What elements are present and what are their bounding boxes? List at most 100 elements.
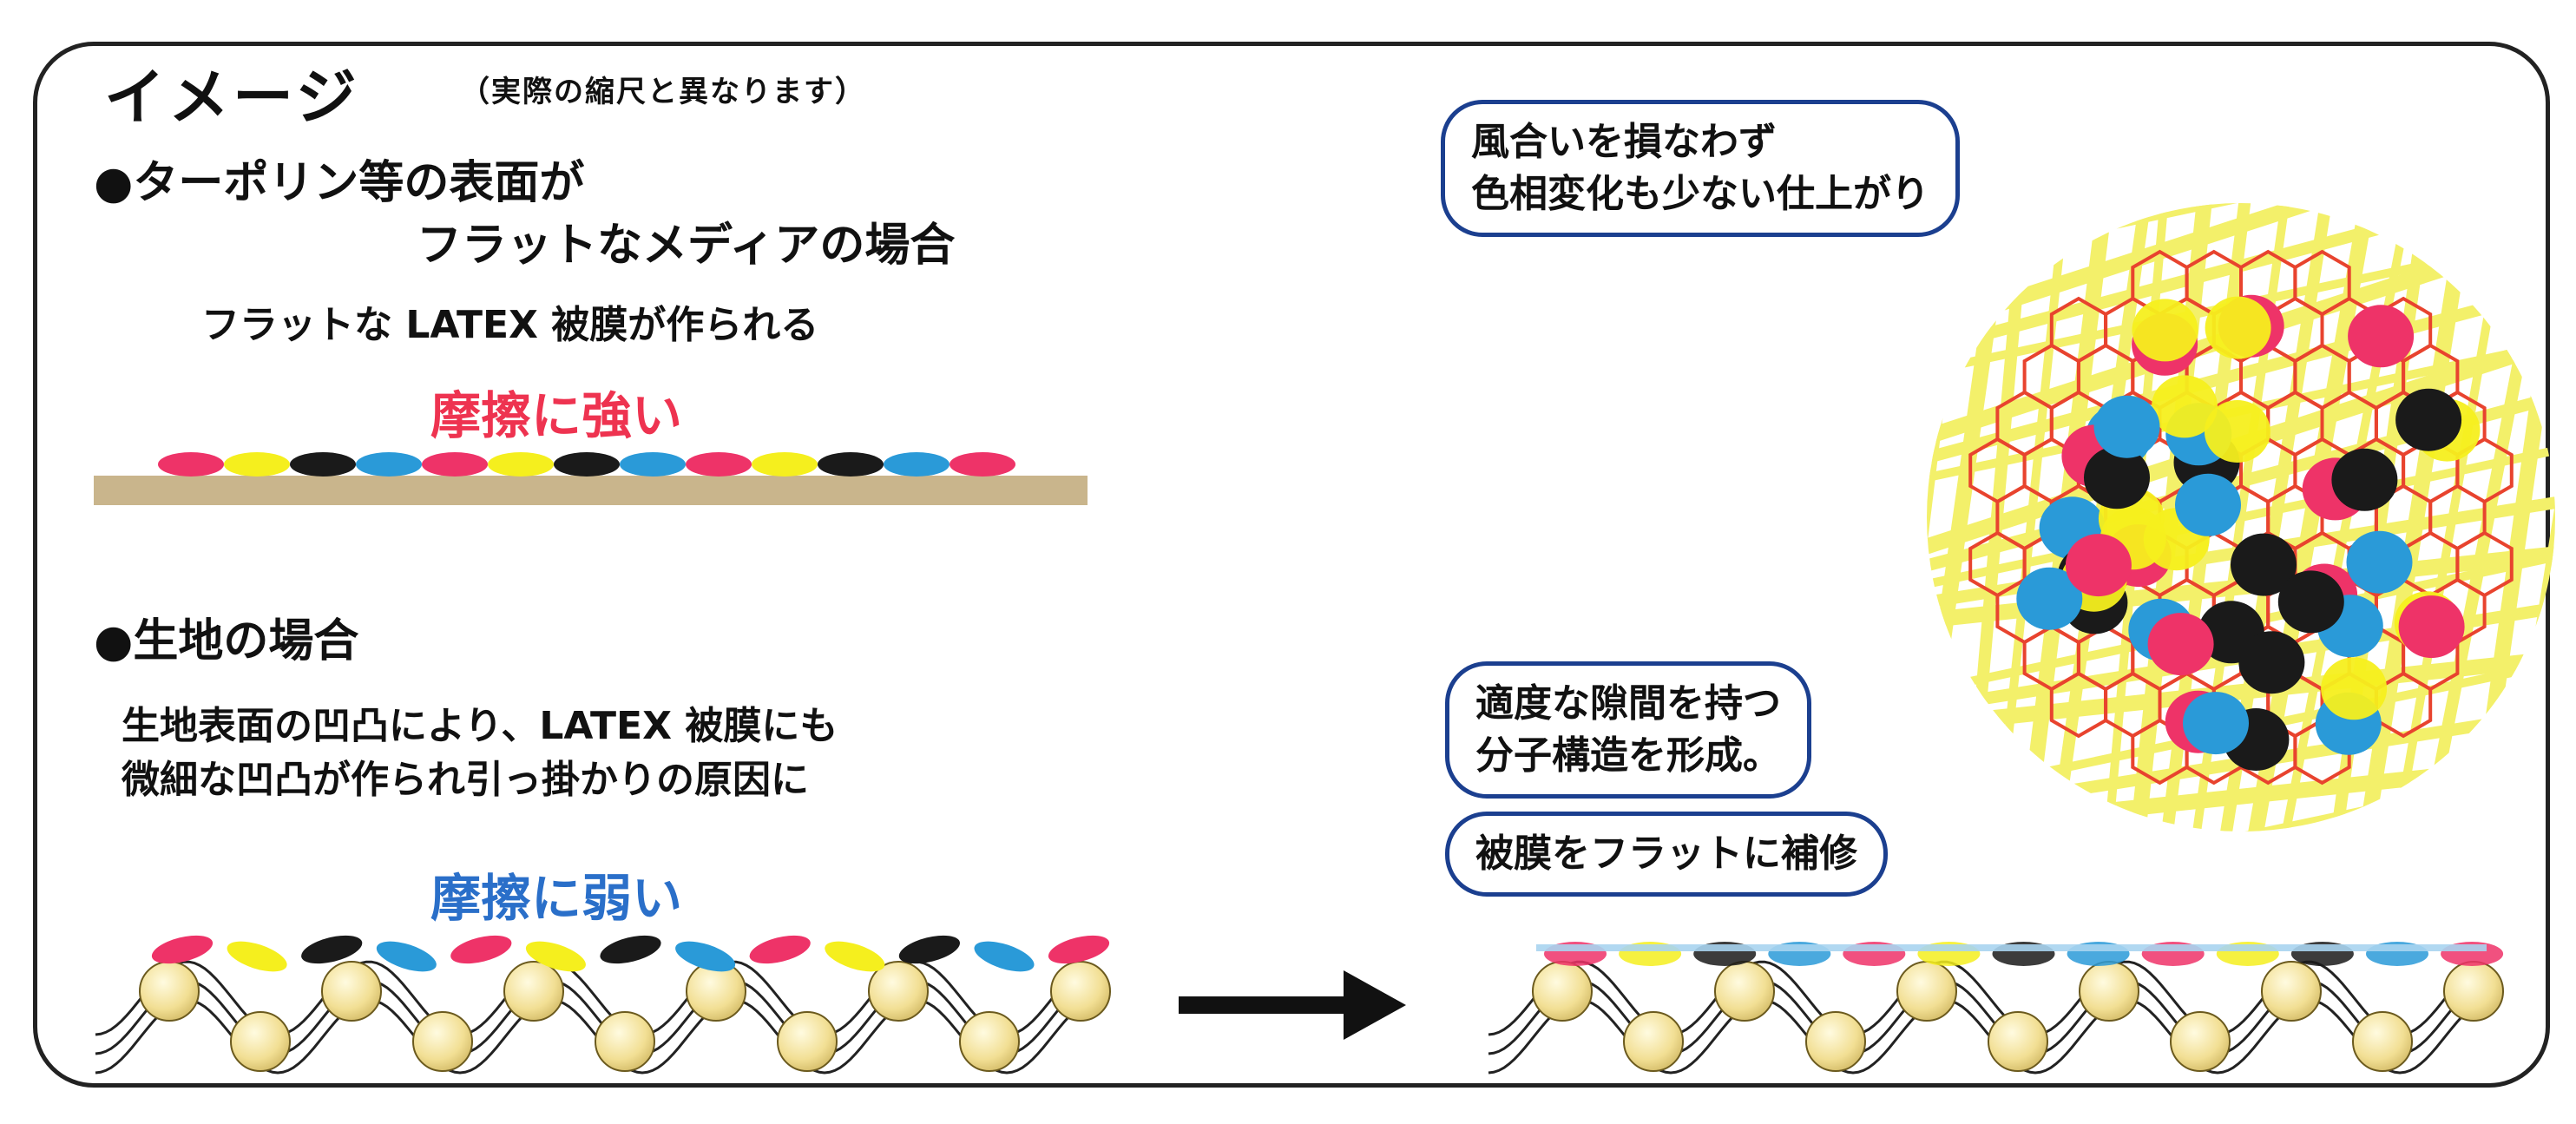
fiber-ball xyxy=(2261,961,2322,1022)
ink-droplet-cyan xyxy=(884,452,950,477)
fiber-strand xyxy=(1939,546,2555,693)
ink-particle-cyan xyxy=(2016,567,2083,630)
fabric-cross-section-left xyxy=(95,935,1111,1075)
fiber-ball xyxy=(321,961,382,1022)
ink-droplet-yellow xyxy=(488,452,554,477)
callout-finish: 風合いを損なわず 色相変化も少ない仕上がり xyxy=(1441,100,1960,237)
fiber-strand xyxy=(2384,227,2508,831)
ink-particle-black xyxy=(2277,570,2344,634)
fiber-ball xyxy=(2079,961,2139,1022)
callout-structure-line2: 分子構造を形成。 xyxy=(1475,733,1781,778)
ink-droplet-cyan xyxy=(675,941,736,972)
flat-substrate xyxy=(94,476,1088,505)
ink-droplet-cyan xyxy=(356,452,422,477)
ink-particle-yellow xyxy=(2321,657,2388,720)
fiber-strand xyxy=(2276,212,2411,831)
ink-droplet-cyan xyxy=(376,941,437,972)
fiber-ball xyxy=(1623,1011,1684,1072)
ink-droplet-yellow xyxy=(752,452,818,477)
right-arrow-icon xyxy=(1179,970,1406,1040)
callout-structure-line1: 適度な隙間を持つ xyxy=(1475,681,1781,726)
ink-droplet-magenta xyxy=(1048,935,1110,964)
fiber-ball xyxy=(1532,961,1593,1022)
flat-ink-layer xyxy=(158,452,1015,477)
callout-repair-text: 被膜をフラットに補修 xyxy=(1475,831,1857,876)
ink-droplet-magenta xyxy=(151,935,214,964)
fiber-ball xyxy=(1805,1011,1866,1072)
fiber-strand xyxy=(1982,750,2555,831)
ink-particle-yellow xyxy=(2205,296,2271,359)
fabric-description-line1: 生地表面の凹凸により、LATEX 被膜にも xyxy=(122,704,838,748)
ink-droplet-yellow xyxy=(224,452,290,477)
ink-droplet-magenta xyxy=(422,452,488,477)
ink-droplet-black xyxy=(301,935,363,964)
scale-note: （実際の縮尺と異なります） xyxy=(460,75,866,109)
fiber-ball xyxy=(2352,1011,2413,1072)
ink-droplet-yellow xyxy=(227,941,287,972)
fiber-ball xyxy=(230,1011,291,1072)
page-title: イメージ xyxy=(104,62,360,133)
repair-coating xyxy=(1536,944,2487,951)
ink-droplet-cyan xyxy=(974,941,1035,972)
ink-droplet-magenta xyxy=(686,452,752,477)
ink-droplet-cyan xyxy=(620,452,686,477)
ink-droplet-yellow xyxy=(525,941,586,972)
ink-droplet-magenta xyxy=(450,935,512,964)
fabric-heading: ●生地の場合 xyxy=(94,615,359,667)
ink-particles xyxy=(2016,294,2481,771)
ink-particle-cyan xyxy=(2346,530,2413,594)
fiber-ball xyxy=(1050,961,1111,1022)
ink-droplet-black xyxy=(898,935,960,964)
ink-droplet-black xyxy=(290,452,356,477)
ink-droplet-yellow xyxy=(825,941,885,972)
callout-finish-line2: 色相変化も少ない仕上がり xyxy=(1471,172,1929,216)
ink-particle-magenta xyxy=(2348,305,2415,368)
fiber-ball xyxy=(595,1011,655,1072)
ink-droplet-black xyxy=(554,452,620,477)
friction-strong-label: 摩擦に強い xyxy=(430,386,683,445)
ink-particle-black xyxy=(2084,446,2150,509)
ink-particle-cyan xyxy=(2175,473,2241,536)
ink-droplet-magenta xyxy=(158,452,224,477)
ink-particle-black xyxy=(2331,448,2398,511)
ink-particle-black xyxy=(2231,533,2297,596)
ink-particle-magenta xyxy=(2065,534,2132,597)
ink-particle-yellow xyxy=(2132,299,2198,362)
fiber-ball xyxy=(1988,1011,2048,1072)
fiber-strand xyxy=(1963,203,2034,825)
molecular-structure xyxy=(1927,203,2555,831)
ink-droplet-black xyxy=(600,935,661,964)
fiber-ball xyxy=(2170,1011,2231,1072)
fiber-ball xyxy=(2443,961,2504,1022)
flat-media-heading-line1: ●ターポリン等の表面が xyxy=(94,157,585,209)
fiber-ball xyxy=(1896,961,1957,1022)
flat-media-description: フラットな LATEX 被膜が作られる xyxy=(201,303,819,347)
ink-particle-cyan xyxy=(2183,692,2249,755)
fabric-description-line2: 微細な凹凸が作られ引っ掛かりの原因に xyxy=(122,758,809,802)
callout-repair: 被膜をフラットに補修 xyxy=(1445,812,1888,897)
fiber-strand xyxy=(1961,647,2555,794)
ink-particle-yellow xyxy=(2204,400,2270,463)
ink-particle-black xyxy=(2395,388,2462,451)
callout-finish-line1: 風合いを損なわず xyxy=(1471,120,1777,164)
fabric-cross-section-repaired xyxy=(1488,942,2504,1075)
flat-media-heading-line2: フラットなメディアの場合 xyxy=(417,220,956,272)
fiber-ball xyxy=(139,961,200,1022)
ink-particle-magenta xyxy=(2398,595,2465,659)
fiber-ball xyxy=(959,1011,1020,1072)
fiber-ball xyxy=(777,1011,838,1072)
ink-droplet-magenta xyxy=(749,935,811,964)
ink-droplet-black xyxy=(818,452,884,477)
ink-particle-yellow xyxy=(2152,375,2218,438)
friction-weak-label: 摩擦に弱い xyxy=(430,869,683,928)
fiber-ball xyxy=(1714,961,1775,1022)
ink-particle-black xyxy=(2238,631,2305,694)
ink-particle-cyan xyxy=(2093,395,2160,458)
callout-structure: 適度な隙間を持つ 分子構造を形成。 xyxy=(1445,661,1811,799)
ink-particle-magenta xyxy=(2147,613,2214,676)
fiber-strand xyxy=(1927,203,2499,374)
fiber-ball xyxy=(412,1011,473,1072)
fiber-ball xyxy=(868,961,929,1022)
ink-droplet-magenta xyxy=(950,452,1015,477)
